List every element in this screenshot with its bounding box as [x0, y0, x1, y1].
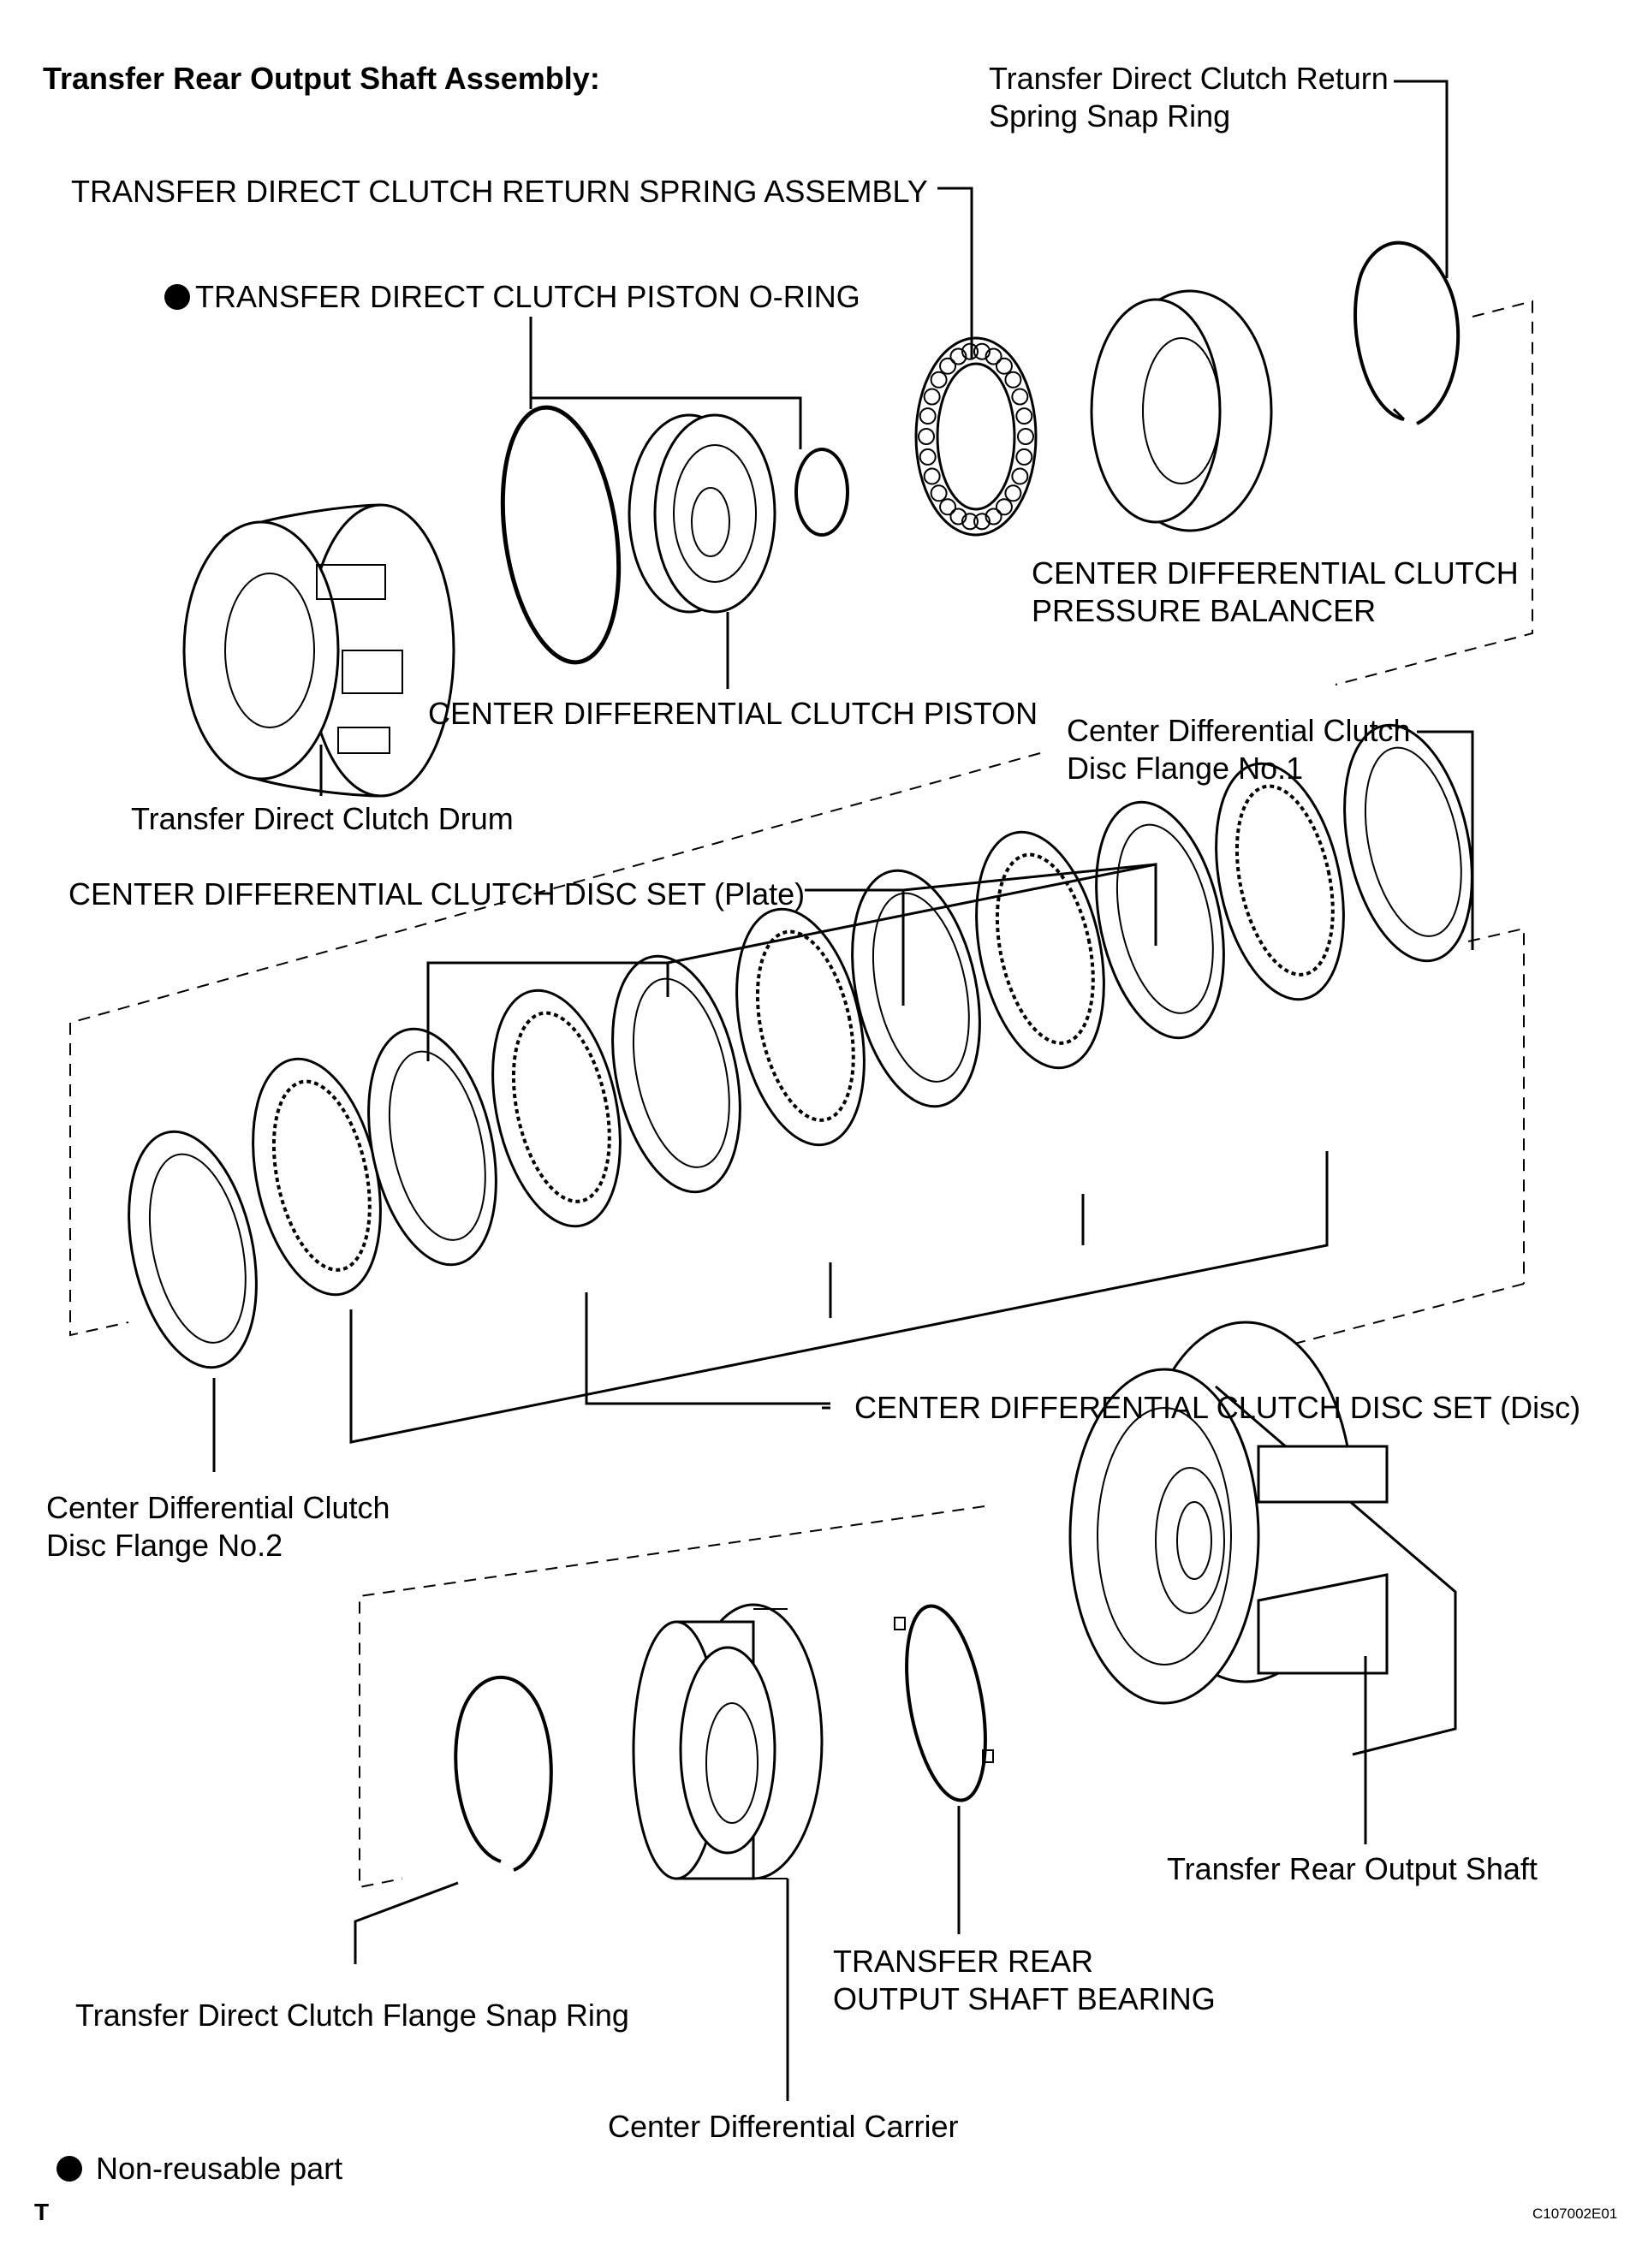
plate-ring-inner: [388, 1050, 486, 1241]
return-spring-coil: [923, 388, 941, 406]
rear-output-shaft-part: [1068, 1321, 1457, 1756]
label-disc-flange-no2: Center Differential Clutch Disc Flange N…: [46, 1490, 390, 1563]
return-spring-coil: [918, 428, 935, 445]
label-return-spring-assembly: TRANSFER DIRECT CLUTCH RETURN SPRING ASS…: [71, 174, 928, 209]
figure-code: C107002E01: [1532, 2206, 1618, 2222]
label-output-shaft-bearing: TRANSFER REAR OUTPUT SHAFT BEARING: [833, 1944, 1216, 2016]
return-spring-coil: [1011, 388, 1029, 406]
page-title: Transfer Rear Output Shaft Assembly:: [43, 61, 600, 96]
label-flange-snap-ring: Transfer Direct Clutch Flange Snap Ring: [75, 1998, 629, 2033]
return-spring-coil: [995, 357, 1013, 375]
return-spring-coil: [949, 347, 967, 365]
label-differential-carrier: Center Differential Carrier: [608, 2109, 959, 2144]
label-disc-set-disc: CENTER DIFFERENTIAL CLUTCH DISC SET (Dis…: [854, 1390, 1581, 1425]
disc-ring-10: [1215, 762, 1345, 1001]
label-clutch-drum: Transfer Direct Clutch Drum: [131, 801, 514, 836]
leader-lines: [212, 80, 1474, 2101]
return-spring-coil: [985, 508, 1002, 525]
disc-ring-inner: [755, 929, 855, 1122]
return-spring-coil: [995, 498, 1013, 516]
label-clutch-piston: CENTER DIFFERENTIAL CLUTCH PISTON: [428, 696, 1038, 731]
return-spring-coil: [923, 467, 941, 485]
plate-ring-7: [851, 869, 981, 1108]
return-spring-coil: [949, 508, 967, 525]
return-spring-coil: [961, 513, 979, 531]
return-springs: [918, 342, 1034, 531]
return-spring-assembly-part: [914, 336, 1038, 537]
flange-ring-inner: [1364, 746, 1462, 937]
flange-ring-inner: [148, 1153, 247, 1344]
flange-ring-11: [1343, 723, 1473, 963]
label-piston-o-ring: TRANSFER DIRECT CLUTCH PISTON O-RING: [164, 278, 860, 316]
output-shaft-bearing-part: [894, 1604, 994, 1802]
flange-ring-1: [128, 1130, 258, 1369]
label-return-spring-snap-ring: Transfer Direct Clutch Return Spring Sna…: [989, 61, 1389, 134]
return-spring-coil: [961, 342, 979, 360]
return-spring-coil: [1004, 371, 1022, 389]
disc-ring-8: [975, 830, 1105, 1070]
legend: Non-reusable part: [57, 2150, 342, 2188]
disc-ring-4: [491, 989, 622, 1228]
return-spring-coil: [930, 371, 948, 389]
return-spring-coil: [1004, 484, 1022, 502]
flange-ring-outer: [128, 1130, 258, 1369]
return-spring-coil: [939, 357, 957, 375]
plate-ring-inner: [632, 977, 730, 1168]
label-piston-o-ring-text: TRANSFER DIRECT CLUTCH PISTON O-RING: [195, 279, 860, 314]
return-spring-snap-ring-part: [1353, 240, 1461, 425]
return-spring-coil: [1015, 448, 1033, 466]
plate-ring-inner: [1115, 823, 1214, 1014]
flange-snap-ring-part: [454, 1676, 553, 1872]
assembly-guide-lines: [69, 300, 1533, 1889]
return-spring-coil: [919, 407, 937, 425]
clutch-drum-part: [182, 503, 455, 798]
disc-ring-6: [735, 907, 866, 1147]
return-spring-coil: [1017, 428, 1034, 445]
clutch-disc-stack: [128, 723, 1473, 1369]
plate-ring-3: [367, 1027, 497, 1267]
non-reusable-dot-icon: [164, 284, 190, 310]
return-spring-coil: [1015, 407, 1033, 425]
label-rear-output-shaft: Transfer Rear Output Shaft: [1167, 1851, 1538, 1886]
differential-carrier-part: [632, 1603, 824, 1880]
label-pressure-balancer: CENTER DIFFERENTIAL CLUTCH PRESSURE BALA…: [1032, 555, 1519, 628]
pressure-balancer-part: [1090, 289, 1273, 532]
return-spring-coil: [919, 448, 937, 466]
return-spring-coil: [939, 498, 957, 516]
plate-ring-9: [1095, 800, 1225, 1040]
return-spring-coil: [973, 513, 991, 531]
small-o-ring-part: [794, 448, 849, 537]
disc-ring-inner: [271, 1079, 372, 1272]
return-spring-coil: [930, 484, 948, 502]
disc-ring-inner: [995, 852, 1095, 1045]
label-disc-set-plate: CENTER DIFFERENTIAL CLUTCH DISC SET (Pla…: [68, 876, 806, 911]
return-spring-coil: [1011, 467, 1029, 485]
clutch-piston-part: [628, 413, 776, 614]
large-o-ring-part: [500, 405, 622, 665]
return-spring-coil: [985, 347, 1002, 365]
legend-dot-icon: [57, 2156, 82, 2182]
disc-ring-inner: [511, 1011, 611, 1203]
plate-ring-5: [611, 954, 741, 1194]
disc-ring-inner: [1234, 784, 1335, 977]
return-spring-coil: [973, 342, 991, 360]
plate-ring-inner: [872, 892, 970, 1083]
footer-mark: T: [34, 2199, 50, 2225]
legend-text: Non-reusable part: [96, 2151, 343, 2186]
label-disc-flange-no1: Center Differential Clutch Disc Flange N…: [1067, 713, 1411, 786]
